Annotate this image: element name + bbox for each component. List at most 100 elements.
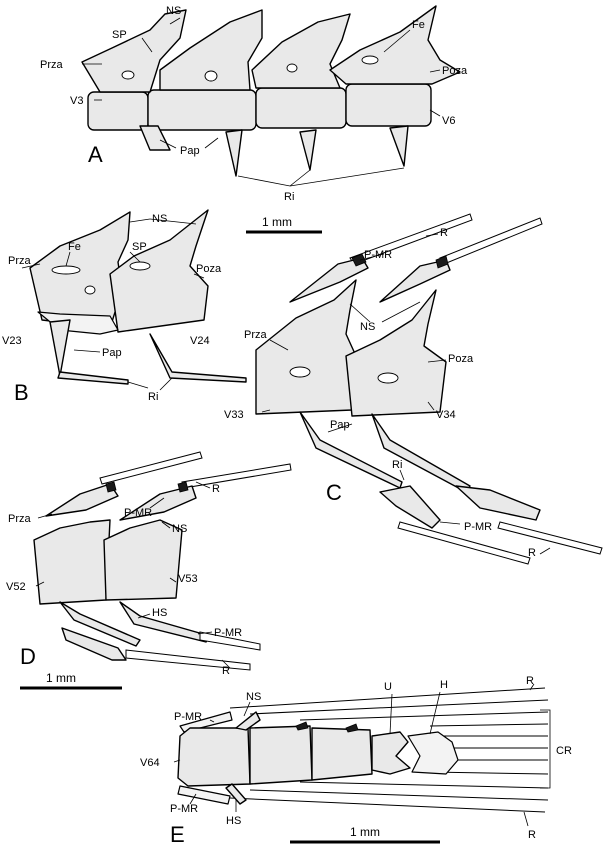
label-hs: HS — [152, 607, 167, 619]
scale-bar-label: 1 mm — [350, 825, 380, 839]
radial — [497, 521, 603, 555]
vertebra-a2-centrum — [147, 89, 257, 131]
scale-bar-middle: 1 mm — [20, 671, 122, 690]
joint — [105, 481, 117, 493]
label-prza: Prza — [8, 255, 32, 267]
label-v33: V33 — [224, 409, 244, 421]
proximal-middle-radial — [119, 485, 197, 521]
scale-bar-label: 1 mm — [46, 671, 76, 685]
radial — [181, 463, 292, 489]
vertebra-a1-arch — [81, 9, 187, 93]
proximal-middle-radial — [379, 485, 441, 529]
proximal-middle-radial — [61, 627, 127, 661]
joint — [351, 253, 367, 267]
label-fe: Fe — [68, 241, 81, 253]
label-pap: Pap — [102, 347, 122, 359]
label-u: U — [384, 681, 392, 693]
rib — [225, 129, 243, 177]
proximal-middle-radial — [177, 785, 231, 805]
vertebra-a3-centrum — [255, 87, 347, 129]
label-prza: Prza — [40, 59, 64, 71]
label-prza: Prza — [8, 513, 32, 525]
label-v52: V52 — [6, 581, 26, 593]
urostyle — [371, 731, 411, 775]
radial — [397, 521, 531, 565]
label-v3: V3 — [70, 95, 83, 107]
vertebra-a3-arch — [251, 13, 351, 89]
label-cr: CR — [556, 745, 572, 757]
vertebra-e3 — [311, 727, 373, 781]
parapophysis — [49, 319, 71, 377]
haemal-spine — [59, 601, 141, 647]
label-ri: Ri — [148, 391, 158, 403]
foramen — [84, 285, 96, 295]
proximal-middle-radial — [289, 257, 369, 303]
vertebra-b2 — [109, 209, 209, 333]
label-r: R — [526, 675, 534, 687]
radial — [125, 649, 251, 671]
joint — [295, 721, 309, 731]
parapophysis — [139, 125, 171, 151]
label-sp: SP — [112, 29, 127, 41]
label-ns: NS — [166, 5, 181, 17]
foramen — [361, 55, 379, 65]
label-pap: Pap — [330, 419, 350, 431]
label-v23: V23 — [2, 335, 22, 347]
vertebra-d1 — [33, 519, 111, 605]
label-r: R — [212, 483, 220, 495]
scale-bar-label: 1 mm — [262, 215, 292, 229]
foramen — [377, 372, 399, 384]
label-hs: HS — [226, 815, 241, 827]
label-poza: Poza — [196, 263, 222, 275]
label-ri: Ri — [392, 459, 402, 471]
panel-b: NS Fe SP Prza Poza V23 V24 Pap Ri B — [2, 209, 247, 405]
label-ns: NS — [152, 213, 167, 225]
label-v24: V24 — [190, 335, 210, 347]
rib — [149, 333, 247, 383]
panel-d: R P-MR Prza NS V52 V53 HS P-MR R D — [6, 451, 292, 677]
label-v6: V6 — [442, 115, 455, 127]
proximal-middle-radial — [379, 259, 451, 303]
foramen — [121, 70, 135, 80]
vertebra-c1 — [255, 279, 357, 415]
foramen — [129, 261, 151, 271]
panel-letter-e: E — [170, 822, 185, 847]
vertebra-a2-arch — [159, 9, 263, 91]
label-ns: NS — [246, 691, 261, 703]
scale-bar-upper: 1 mm — [246, 215, 322, 234]
foramen — [204, 70, 218, 82]
label-v34: V34 — [436, 409, 456, 421]
joint — [435, 255, 449, 269]
scale-bar-lower: 1 mm — [290, 825, 440, 844]
joint — [177, 481, 189, 493]
label-p-mr: P-MR — [174, 711, 202, 723]
joint — [345, 723, 359, 733]
neural-spine — [235, 711, 261, 731]
label-pap: Pap — [180, 145, 200, 157]
foramen — [286, 63, 298, 73]
proximal-middle-radial — [179, 711, 233, 733]
label-r: R — [528, 829, 536, 841]
panel-letter-d: D — [20, 644, 36, 669]
label-h: H — [440, 679, 448, 691]
vertebra-a4-arch — [329, 5, 461, 85]
hypural — [407, 731, 459, 775]
label-r: R — [528, 547, 536, 559]
foramen — [289, 366, 311, 378]
panel-c: R P-MR NS Prza Poza V33 V34 Pap Ri P-MR … — [224, 213, 603, 565]
vertebra-e2 — [249, 725, 313, 785]
label-r: R — [440, 227, 448, 239]
panel-a: NS SP Fe Prza Poza V3 V6 Pap Ri A — [40, 5, 468, 203]
label-p-mr: P-MR — [170, 803, 198, 815]
label-ns: NS — [172, 523, 187, 535]
label-v64: V64 — [140, 757, 160, 769]
label-p-mr: P-MR — [464, 521, 492, 533]
vertebra-d2 — [103, 519, 183, 601]
foramen — [51, 265, 81, 275]
label-prza: Prza — [244, 329, 268, 341]
panel-letter-c: C — [326, 480, 342, 505]
rib — [389, 125, 409, 167]
vertebra-e1 — [177, 727, 251, 787]
vertebra-a1-centrum — [87, 91, 149, 131]
